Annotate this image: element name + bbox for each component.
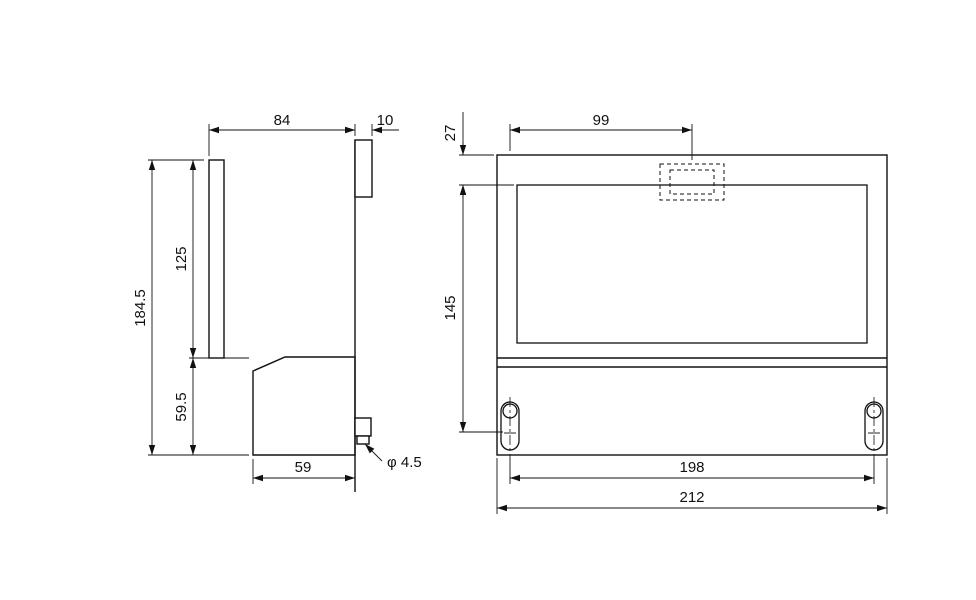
screw-right [864, 397, 884, 459]
side-screw-tip [356, 435, 370, 445]
dimension-212: 212 [496, 458, 888, 514]
dimension-99: 99 [509, 112, 693, 160]
screw-slot [500, 401, 520, 451]
screw-slot [864, 401, 884, 451]
front-outer-outline [496, 154, 888, 456]
hole-callout: φ 4.5 [364, 443, 422, 471]
hidden-connector [659, 163, 725, 201]
dim-label-184-5: 184.5 [132, 289, 149, 327]
side-body-outline [252, 356, 356, 456]
side-top-tab [354, 139, 373, 198]
dim-label-84: 84 [274, 112, 291, 129]
dimension-125: 125 [173, 160, 249, 359]
dimension-10: 10 [340, 112, 399, 136]
side-screw-block [354, 417, 372, 437]
dimension-27: 27 [442, 112, 514, 198]
dim-label-99: 99 [593, 112, 610, 129]
connector-outer-dashed [659, 163, 725, 201]
dim-label-212: 212 [679, 489, 704, 506]
screw-left [500, 397, 520, 459]
dim-label-59: 59 [295, 459, 312, 476]
front-display-window [516, 184, 868, 344]
dimension-59-5: 59.5 [173, 358, 197, 455]
dim-label-125: 125 [173, 246, 190, 271]
dimension-59: 59 [252, 459, 355, 484]
dimension-84: 84 [208, 112, 356, 156]
dim-label-198: 198 [679, 459, 704, 476]
dim-label-10: 10 [377, 112, 394, 129]
side-front-element [208, 159, 225, 359]
dimension-198: 198 [509, 458, 875, 484]
dim-label-59-5: 59.5 [173, 392, 190, 421]
dimension-145: 145 [442, 185, 503, 433]
dim-label-hole: φ 4.5 [387, 454, 422, 471]
side-view: 84 10 184.5 125 59.5 [132, 112, 422, 492]
dimension-184-5: 184.5 [132, 159, 249, 456]
dim-label-27: 27 [442, 125, 459, 142]
front-view: 27 145 99 198 212 [442, 112, 888, 514]
screw-head [502, 403, 518, 419]
screw-head [866, 403, 882, 419]
connector-inner-dashed [669, 169, 715, 195]
leader-line [364, 443, 383, 462]
dim-label-145: 145 [442, 295, 459, 320]
